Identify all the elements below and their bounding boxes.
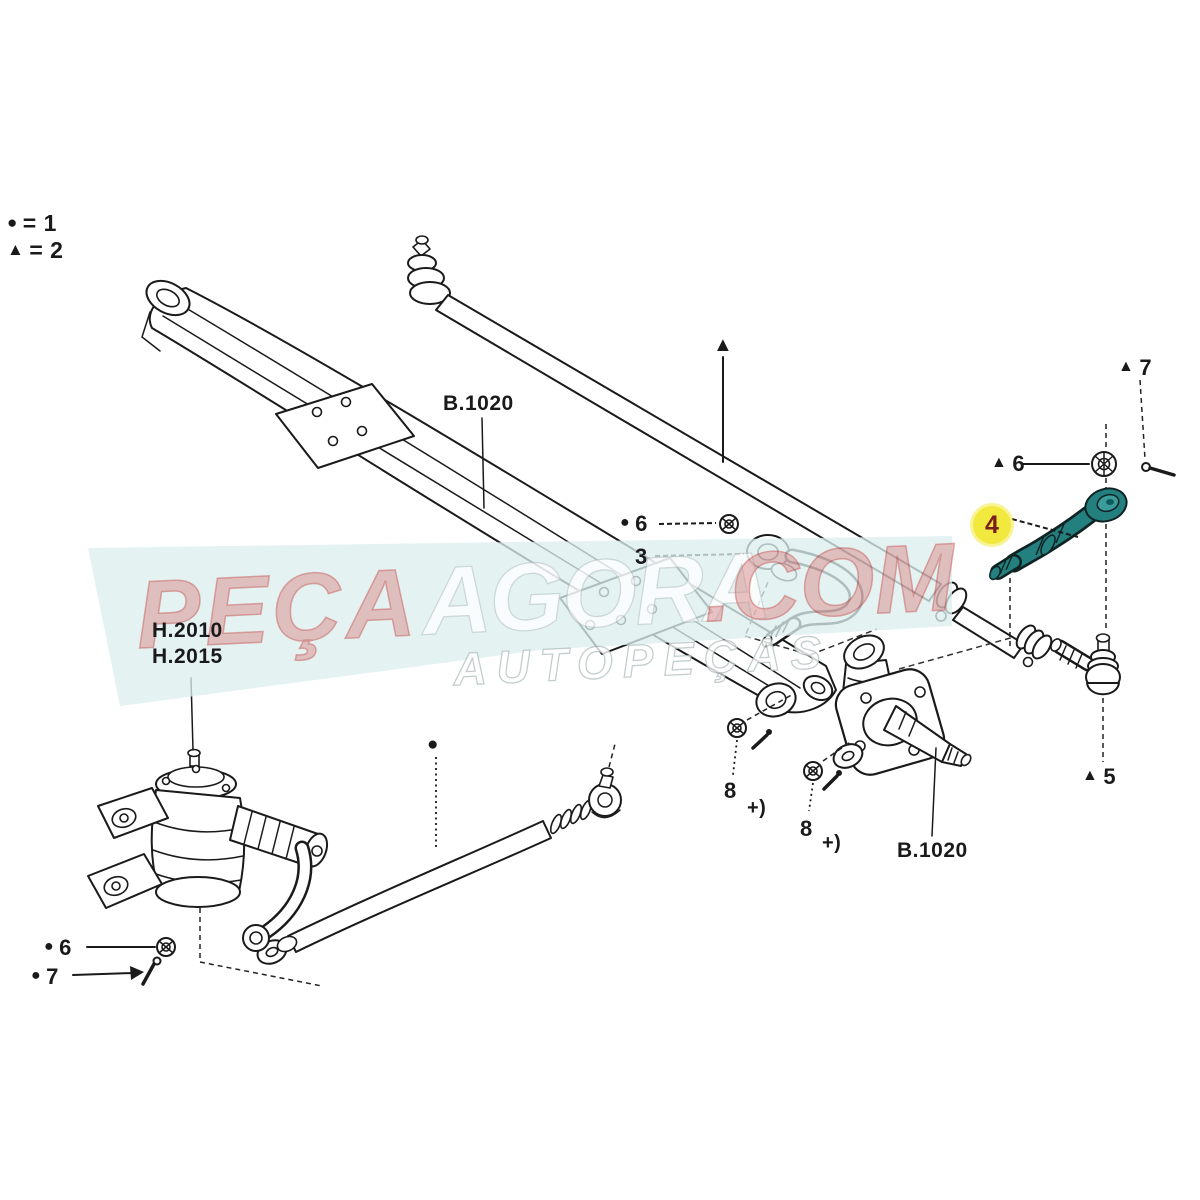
callout-number: 4	[985, 510, 999, 539]
triangle-marker-icon: ▲	[991, 454, 1008, 471]
ref-label-h2010: H.2010	[152, 620, 223, 641]
plus-suffix: +)	[822, 832, 842, 854]
watermark-text-com: .COM	[701, 524, 958, 643]
callout-number: 6	[59, 935, 72, 960]
callout-8-second-plus: +)	[822, 833, 841, 853]
nut-8-first	[727, 718, 747, 738]
legend-triangle-text: = 2	[29, 237, 64, 263]
cotter-pin-8-first	[751, 729, 772, 750]
callout-number: 8	[800, 816, 813, 841]
callout-8-first-plus: +)	[747, 798, 766, 818]
callout-7-bottom: ● 7	[31, 966, 59, 988]
circle-marker-icon: ●	[7, 213, 18, 232]
circle-marker-icon: ●	[31, 967, 42, 984]
nut-6-right	[1091, 451, 1117, 477]
watermark: PEÇA AGORA .COM AUTOPEÇAS	[88, 523, 960, 706]
callout-number: 7	[1139, 355, 1153, 380]
callout-3: 3	[635, 546, 648, 568]
watermark-band	[88, 536, 952, 706]
triangle-marker-icon: ▲	[1082, 767, 1099, 784]
drag-link-rod	[256, 767, 622, 965]
marker-triangle-mid: ▲	[713, 334, 734, 356]
callout-6-mid: ● 6	[620, 513, 648, 535]
cotter-pin-8-second	[822, 770, 842, 791]
cotter-pin-bottom	[141, 956, 162, 986]
cotter-pin-right	[1141, 462, 1176, 477]
watermark-text-peca: PEÇA	[134, 549, 421, 669]
ref-text: H.2010	[152, 619, 223, 642]
nut-8-second	[803, 761, 823, 781]
triangle-marker-icon: ▲	[1118, 358, 1135, 375]
tie-rod-end-highlighted	[989, 487, 1128, 581]
ref-text: B.1020	[897, 839, 968, 862]
ref-label-h2015: H.2015	[152, 646, 223, 667]
callout-number: 3	[635, 544, 648, 569]
nut-6-mid	[719, 514, 739, 534]
callout-number: 6	[1012, 451, 1026, 476]
callout-4-highlight: 4	[973, 506, 1011, 544]
circle-marker-icon: ●	[427, 734, 439, 755]
nut-6-bottom	[156, 937, 176, 957]
legend-triangle-row: ▲ = 2	[7, 239, 63, 262]
callout-number: 8	[724, 778, 737, 803]
callout-6-bottom: ● 6	[44, 937, 72, 959]
ref-text: B.1020	[443, 392, 514, 415]
triangle-marker-icon: ▲	[7, 240, 25, 259]
leader-lines	[72, 356, 1146, 980]
ref-text: H.2015	[152, 645, 223, 668]
callout-number: 5	[1103, 764, 1117, 789]
callout-8-second: 8	[800, 818, 813, 840]
tie-rod-end-small	[1050, 633, 1121, 696]
callout-6-right: ▲ 6	[991, 453, 1025, 475]
ref-label-b1020-bottom: B.1020	[897, 840, 968, 861]
ref-label-b1020-top: B.1020	[443, 393, 514, 414]
legend-dot-row: ● = 1	[7, 212, 57, 235]
callout-5-right: ▲ 5	[1082, 766, 1116, 788]
fastener-nuts	[141, 451, 1176, 986]
circle-marker-icon: ●	[44, 938, 55, 955]
marker-dot-mid: ●	[427, 734, 439, 755]
steering-gearbox	[87, 748, 329, 987]
callout-number: 7	[46, 964, 59, 989]
circle-marker-icon: ●	[620, 514, 631, 531]
legend-dot-text: = 1	[22, 210, 57, 236]
triangle-marker-icon: ▲	[713, 334, 734, 356]
steering-knuckle	[755, 634, 972, 776]
callout-7-right: ▲ 7	[1118, 357, 1152, 379]
plus-suffix: +)	[747, 797, 767, 819]
watermark-text-agora: AGORA	[418, 532, 772, 655]
callout-8-first: 8	[724, 780, 737, 802]
callout-number: 6	[635, 511, 648, 536]
